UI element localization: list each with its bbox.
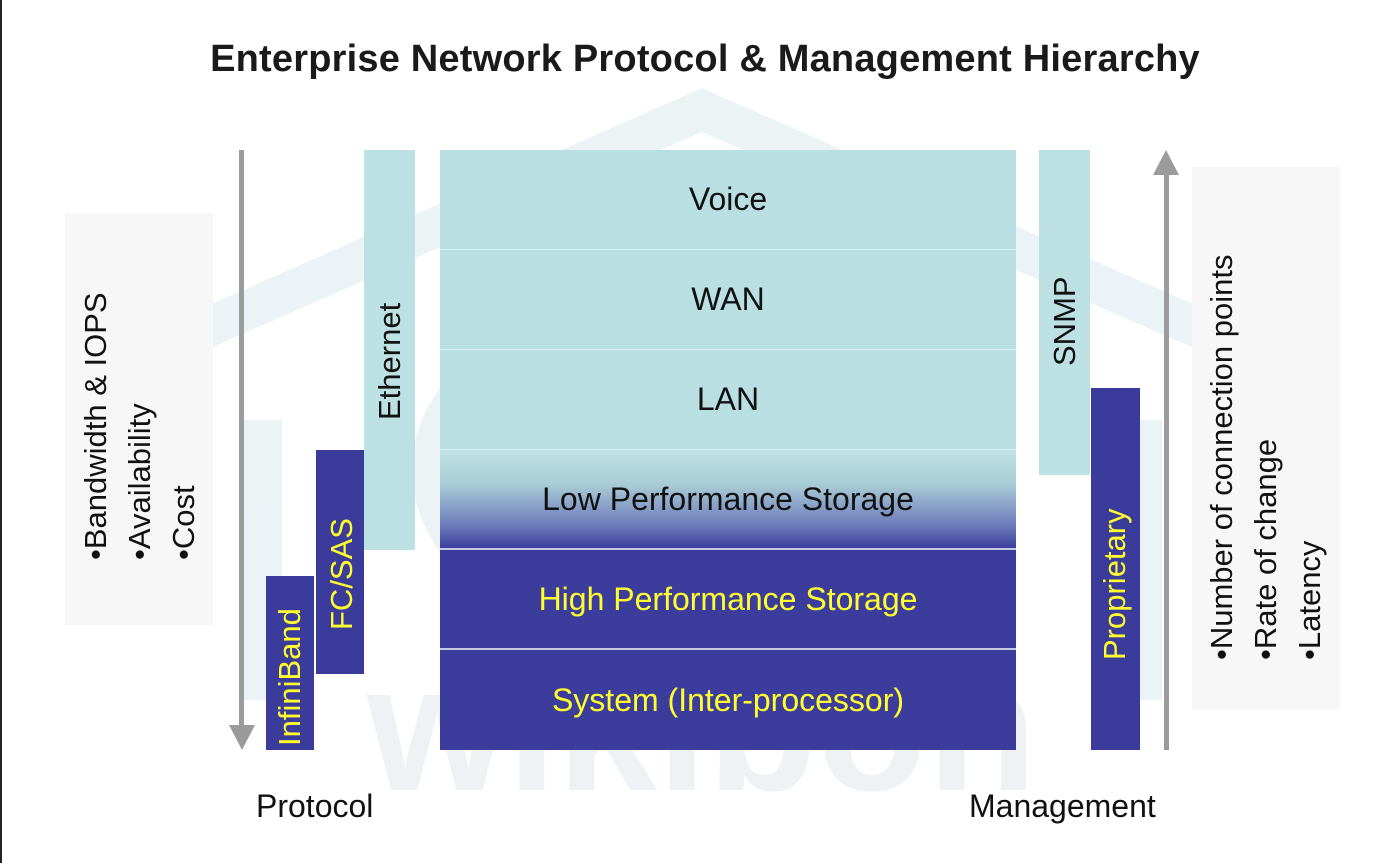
layer-low-performance-storage: Low Performance Storage [440,450,1016,550]
layer-lan: LAN [440,350,1016,450]
protocol-axis-label: Protocol [256,788,374,824]
left-note-availability: •Availability [122,403,157,560]
layer-high-performance-storage: High Performance Storage [440,550,1016,650]
management-axis-label: Management [969,788,1156,824]
right-notes-box [1192,167,1340,710]
protocol-fc-sas-label: FC/SAS [324,518,359,630]
layer-system-inter-processor: System (Inter-processor) [440,650,1016,750]
left-note-bandwidth: •Bandwidth & IOPS [78,292,113,560]
layer-voice: Voice [440,150,1016,250]
left-notes: •Bandwidth & IOPS •Availability •Cost [74,292,206,560]
protocol-arrow-shaft [239,150,244,730]
right-notes: •Number of connection points •Rate of ch… [1200,255,1332,660]
arrow-up-icon [1153,150,1179,175]
management-snmp: SNMP [1039,150,1090,475]
diagram-title: Enterprise Network Protocol & Management… [210,38,1200,80]
right-note-latency: •Latency [1292,540,1327,660]
protocol-infiniband-label: InfiniBand [272,608,307,746]
management-proprietary: Proprietary [1091,388,1140,750]
layer-stack: Voice WAN LAN Low Performance Storage Hi… [440,150,1016,750]
management-snmp-label: SNMP [1047,276,1082,366]
right-note-connection-points: •Number of connection points [1204,254,1239,660]
protocol-fc-sas: FC/SAS [316,450,364,674]
left-note-cost: •Cost [166,485,201,560]
right-note-rate-of-change: •Rate of change [1248,438,1283,660]
arrow-down-icon [229,725,255,750]
protocol-ethernet: Ethernet [364,150,415,550]
management-arrow-shaft [1164,172,1169,750]
protocol-ethernet-label: Ethernet [372,302,407,420]
layer-wan: WAN [440,250,1016,350]
management-proprietary-label: Proprietary [1097,508,1132,660]
left-notes-box [65,213,213,625]
protocol-infiniband: InfiniBand [266,576,314,750]
